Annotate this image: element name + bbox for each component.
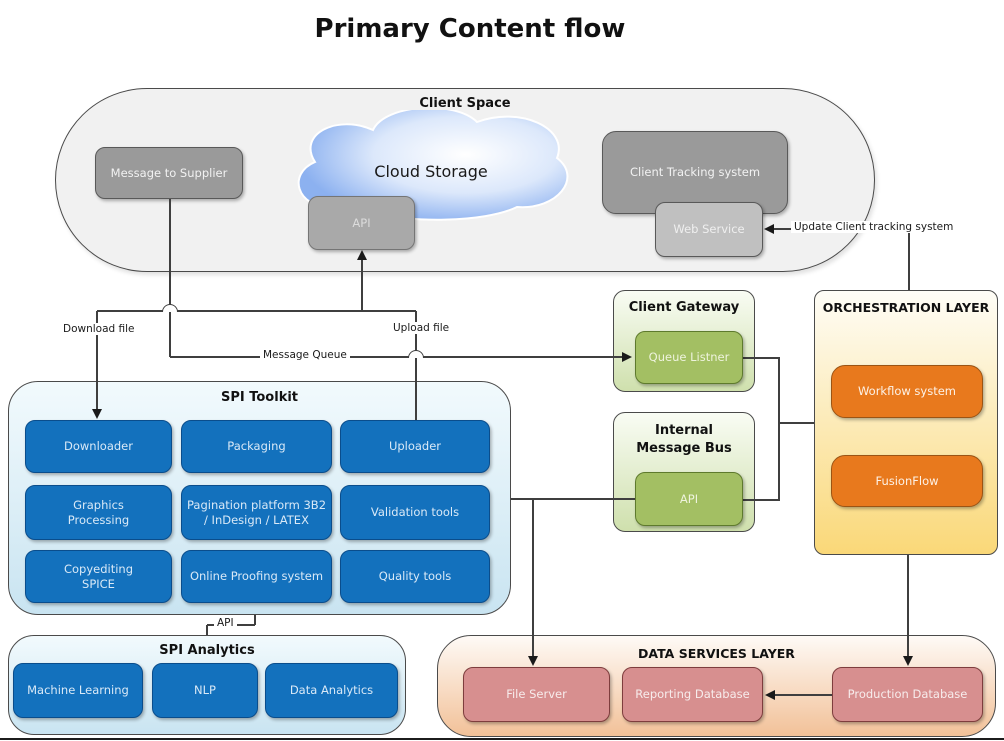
spi-analytics-title: SPI Analytics (159, 643, 255, 658)
upload-file-label: Upload file (390, 322, 453, 334)
packaging-node: Packaging (181, 420, 332, 473)
arrowhead-production-db (903, 656, 913, 666)
cloud-storage-icon (285, 106, 577, 238)
client-tracking-system-node: Client Tracking system (602, 131, 788, 214)
online-proofing-node: Online Proofing system (181, 550, 332, 603)
connector-upload (415, 311, 417, 420)
imb-api-node: API (635, 472, 743, 526)
graphics-processing-node: Graphics Processing (25, 485, 172, 540)
connector-toolkit-imb (511, 498, 635, 500)
data-analytics-node: Data Analytics (265, 663, 398, 718)
line-jump-2 (408, 350, 424, 358)
web-service-node: Web Service (655, 202, 763, 257)
copyediting-spice-node: Copyediting SPICE (25, 550, 172, 603)
production-database-node: Production Database (832, 667, 983, 722)
connector-download (96, 311, 98, 410)
connector-api-up (361, 259, 363, 311)
connector-prod-reporting (775, 694, 832, 696)
downloader-node: Downloader (25, 420, 172, 473)
message-queue-label: Message Queue (260, 349, 350, 361)
queue-listner-node: Queue Listner (635, 331, 743, 384)
connector-message-queue (170, 356, 622, 358)
machine-learning-node: Machine Learning (13, 663, 143, 718)
connector-analytics-c (206, 625, 208, 635)
arrowhead-cloud-api (357, 250, 367, 260)
line-jump-1 (162, 304, 178, 312)
arrowhead-reporting-db (765, 690, 775, 700)
connector-fileserver-down (532, 499, 534, 657)
quality-tools-node: Quality tools (340, 550, 490, 603)
connector-orch-production (907, 555, 909, 656)
arrowhead-web-service (764, 224, 774, 234)
client-gateway-title: Client Gateway (628, 300, 740, 315)
bottom-border-line (0, 738, 1004, 741)
cloud-api-node: API (308, 196, 415, 250)
spi-toolkit-title: SPI Toolkit (220, 390, 299, 405)
connector-queue-right (742, 357, 779, 359)
internal-message-bus-title: Internal Message Bus (636, 423, 732, 457)
file-server-node: File Server (463, 667, 610, 722)
fusionflow-node: FusionFlow (831, 455, 983, 507)
update-client-tracking-label: Update Client tracking system (791, 221, 957, 233)
data-services-layer-title: DATA SERVICES LAYER (638, 646, 795, 661)
arrowhead-queue-listner (622, 352, 632, 362)
connector-supplier-down (169, 199, 171, 357)
workflow-system-node: Workflow system (831, 365, 983, 418)
orchestration-layer-container: ORCHESTRATION LAYER (814, 290, 998, 555)
connector-api-right (743, 499, 779, 501)
orchestration-layer-title: ORCHESTRATION LAYER (822, 300, 990, 315)
message-to-supplier-node: Message to Supplier (95, 147, 243, 199)
arrowhead-downloader (92, 409, 102, 419)
connector-bus-vertical (778, 357, 780, 501)
connector-into-orchestration (779, 422, 814, 424)
analytics-api-label: API (214, 617, 237, 629)
download-file-label: Download file (60, 323, 138, 335)
cloud-storage-label: Cloud Storage (374, 162, 488, 181)
arrowhead-file-server (528, 656, 538, 666)
connector-file-horizontal (97, 310, 416, 312)
client-space-title: Client Space (419, 96, 511, 111)
page-title: Primary Content flow (314, 14, 626, 44)
connector-analytics-a (254, 615, 256, 625)
reporting-database-node: Reporting Database (622, 667, 763, 722)
connector-update-down (908, 229, 910, 290)
uploader-node: Uploader (340, 420, 490, 473)
nlp-node: NLP (152, 663, 258, 718)
pagination-platform-node: Pagination platform 3B2 / InDesign / LAT… (181, 485, 332, 540)
validation-tools-node: Validation tools (340, 485, 490, 540)
